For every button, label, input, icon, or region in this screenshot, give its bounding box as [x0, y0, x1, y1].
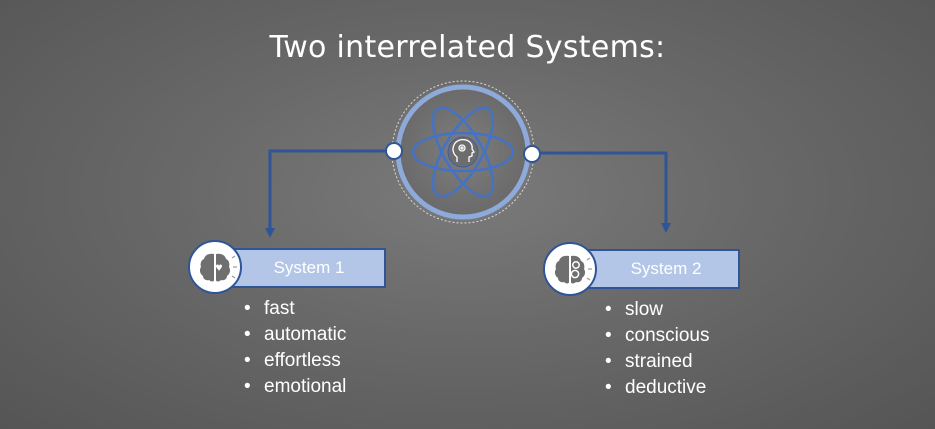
- trait-item: deductive: [605, 375, 710, 401]
- system-1-label: System 1: [222, 248, 386, 288]
- trait-item: fast: [244, 296, 346, 322]
- brain-heart-icon: [199, 253, 237, 282]
- connector-to-system-2: [532, 151, 671, 233]
- system-2-traits: slow conscious strained deductive: [605, 297, 710, 401]
- trait-item: slow: [605, 297, 710, 323]
- trait-item: strained: [605, 349, 710, 375]
- brain-gears-icon: [554, 255, 592, 284]
- connector-node-left: [385, 142, 403, 160]
- system-2-badge: [543, 242, 597, 296]
- system-2-label: System 2: [582, 249, 740, 289]
- connector-to-system-1: [265, 149, 394, 238]
- head-gears-icon: [452, 139, 475, 162]
- trait-item: effortless: [244, 348, 346, 374]
- trait-item: conscious: [605, 323, 710, 349]
- system-1-badge: [188, 240, 242, 294]
- system-1-traits: fast automatic effortless emotional: [244, 296, 346, 400]
- connector-node-right: [523, 145, 541, 163]
- trait-item: automatic: [244, 322, 346, 348]
- atom-emblem: [391, 80, 535, 224]
- trait-item: emotional: [244, 374, 346, 400]
- slide-title: Two interrelated Systems:: [269, 30, 666, 65]
